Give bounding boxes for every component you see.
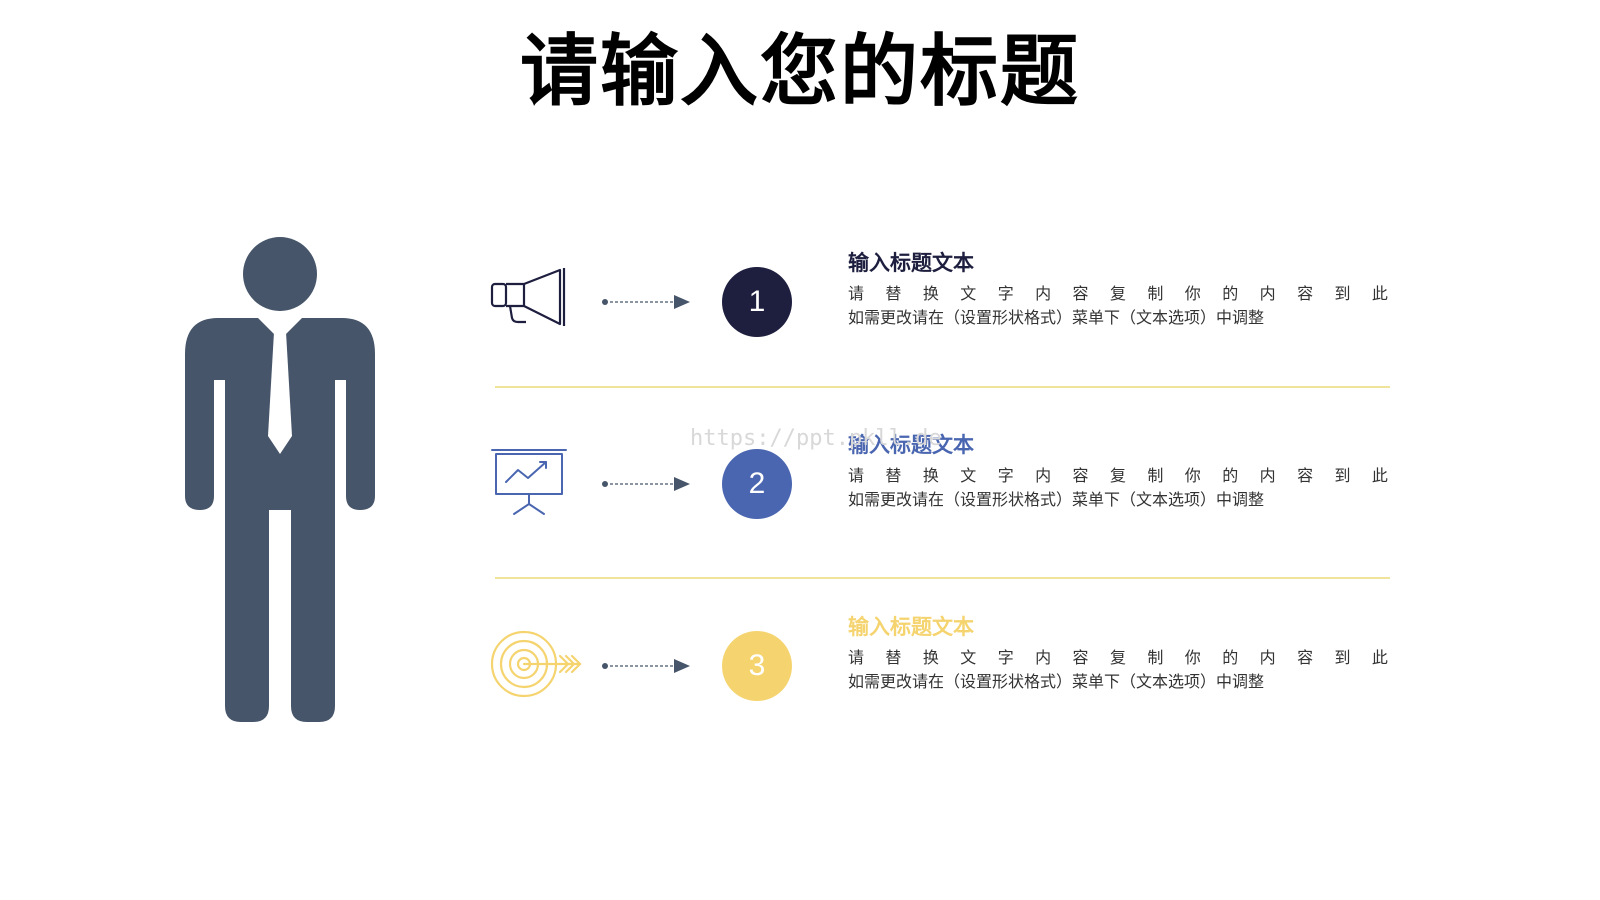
step-number-badge: 2 — [722, 449, 792, 519]
item-heading: 输入标题文本 — [848, 615, 974, 639]
arrow-right-icon — [602, 659, 690, 673]
step-number-badge: 3 — [722, 631, 792, 701]
item-body-line: 请替换文字内容复制你的内容到此 — [848, 648, 1388, 667]
item-body-note: 如需更改请在（设置形状格式）菜单下（文本选项）中调整 — [848, 308, 1265, 327]
item-heading: 输入标题文本 — [848, 433, 974, 457]
divider — [495, 577, 1390, 579]
step-number-badge: 1 — [722, 267, 792, 337]
list-item: 1 输入标题文本 请替换文字内容复制你的内容到此 如需更改请在（设置形状格式）菜… — [490, 251, 1390, 372]
presentation-chart-icon — [491, 449, 567, 515]
divider — [495, 386, 1390, 388]
list-item: 3 输入标题文本 请替换文字内容复制你的内容到此 如需更改请在（设置形状格式）菜… — [490, 615, 1390, 736]
item-body-note: 如需更改请在（设置形状格式）菜单下（文本选项）中调整 — [848, 672, 1265, 691]
item-body-note: 如需更改请在（设置形状格式）菜单下（文本选项）中调整 — [848, 490, 1265, 509]
slide-title: 请输入您的标题 — [519, 27, 1080, 117]
target-arrow-icon — [490, 630, 582, 698]
arrow-right-icon — [602, 295, 690, 309]
item-heading: 输入标题文本 — [848, 251, 974, 275]
businessman-icon — [185, 237, 375, 722]
arrow-right-icon — [602, 477, 690, 491]
watermark-url: https://ppt.pkll.de — [690, 426, 942, 451]
item-body-line: 请替换文字内容复制你的内容到此 — [848, 284, 1388, 303]
list-item: 2 输入标题文本 请替换文字内容复制你的内容到此 如需更改请在（设置形状格式）菜… — [490, 433, 1390, 554]
item-body-line: 请替换文字内容复制你的内容到此 — [848, 466, 1388, 485]
megaphone-icon — [490, 268, 566, 326]
